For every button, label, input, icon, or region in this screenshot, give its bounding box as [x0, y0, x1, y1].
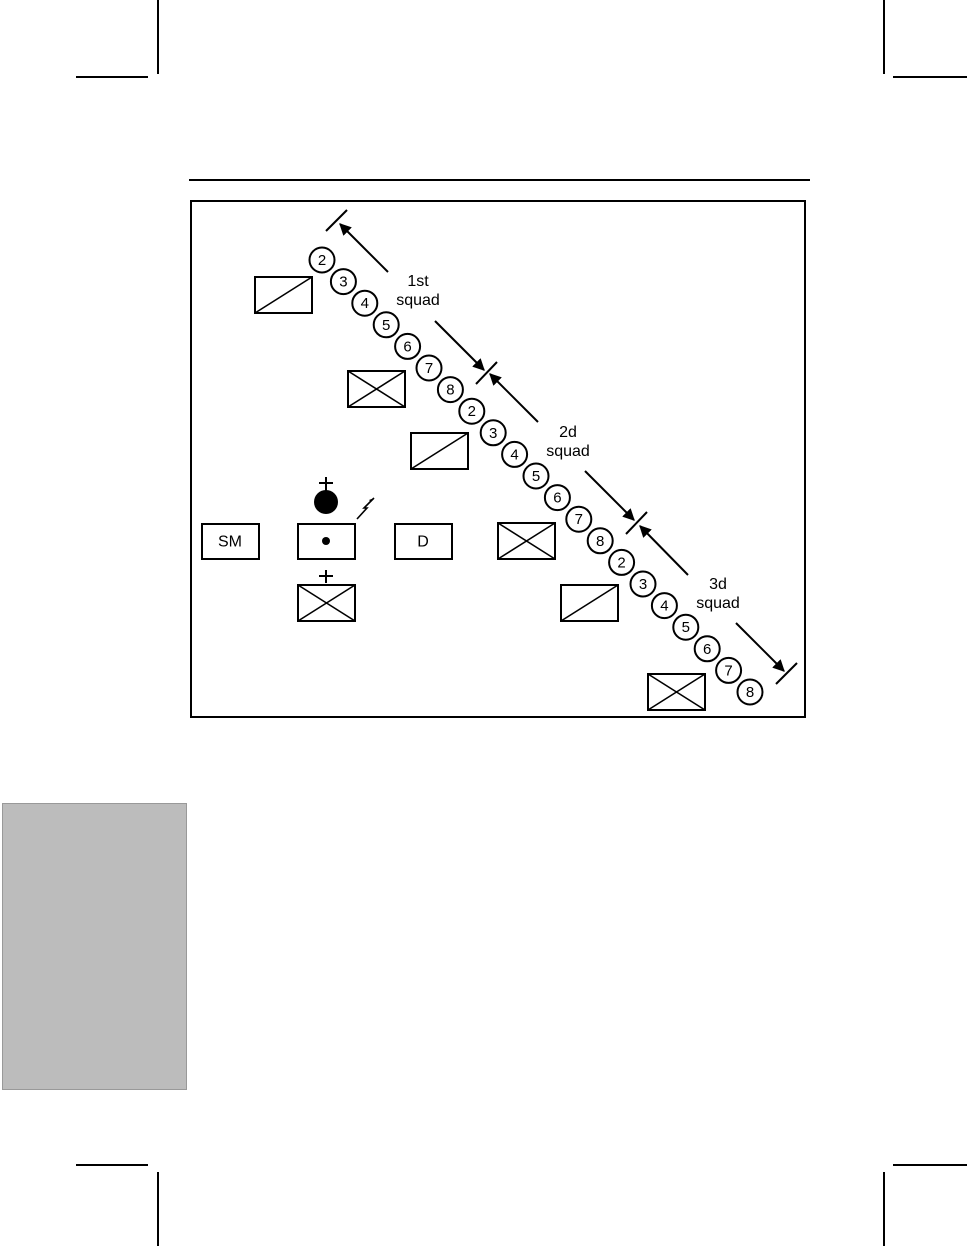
- squad-1-arrow-down: [434, 320, 485, 371]
- squad-2-label-line2: squad: [546, 443, 590, 460]
- dot-icon: [322, 537, 330, 545]
- soldier-circle: [329, 268, 357, 296]
- soldier-circle: [394, 332, 422, 360]
- soldier-circle: [479, 419, 507, 447]
- squad-2-arrow-up: [489, 373, 539, 423]
- cross-icon-hq-vehicle: [319, 570, 333, 583]
- soldier-number: 2: [318, 252, 326, 269]
- side-tab: [2, 803, 187, 1090]
- squad-1-2-divider-tick: [475, 361, 498, 385]
- squad-1-arrow-up: [339, 223, 389, 273]
- squad-3-label-line2: squad: [696, 595, 740, 612]
- squad-3-arrow-down: [735, 622, 785, 672]
- soldier-number: 6: [703, 641, 711, 658]
- sm-box: [201, 523, 260, 560]
- soldier-number: 2: [617, 554, 625, 571]
- soldier-number: 2: [468, 403, 476, 420]
- soldier-number: 4: [660, 598, 668, 615]
- soldier-circle: [608, 548, 636, 576]
- squad-3-end-tick: [775, 662, 798, 685]
- vehicle-symbol-2d-squad-slash: [410, 432, 469, 470]
- soldier-number: 6: [403, 338, 411, 355]
- sm-label: SM: [218, 534, 242, 551]
- soldier-circle: [693, 635, 721, 663]
- soldier-number: 3: [639, 576, 647, 593]
- vehicle-symbol-2d-squad-x: [497, 522, 556, 560]
- soldier-circle: [586, 527, 614, 555]
- squad-2-label-line1: 2d: [559, 424, 577, 441]
- soldier-number: 5: [382, 317, 390, 334]
- vehicle-symbol-1st-squad-x: [347, 370, 406, 408]
- soldier-number: 8: [446, 382, 454, 399]
- soldier-number: 8: [596, 533, 604, 550]
- soldier-number: 7: [575, 511, 583, 528]
- soldier-number: 5: [532, 468, 540, 485]
- soldier-number: 3: [489, 425, 497, 442]
- soldier-circle: [351, 289, 379, 317]
- soldier-circle: [629, 570, 657, 598]
- vehicle-symbol-3d-squad-slash: [560, 584, 619, 622]
- vehicle-symbol-3d-squad-x: [647, 673, 706, 711]
- squad-3-label-line1: 3d: [709, 576, 727, 593]
- d-box: [394, 523, 453, 560]
- soldier-circle: [436, 376, 464, 404]
- soldier-circle: [308, 246, 336, 274]
- soldier-number: 5: [682, 619, 690, 636]
- squad-3-arrow-up: [639, 525, 689, 576]
- squad-2-arrow-down: [584, 470, 635, 521]
- d-label: D: [417, 534, 429, 551]
- vehicle-symbol-1st-squad-slash: [254, 276, 313, 314]
- soldier-circle: [672, 613, 700, 641]
- crop-marks: [76, 0, 967, 1246]
- soldier-circle: [415, 354, 443, 382]
- figure-frame: [190, 200, 806, 718]
- soldier-circle: [565, 505, 593, 533]
- soldier-circle: [715, 656, 743, 684]
- soldier-number: 8: [746, 684, 754, 701]
- lightning-icon: [356, 497, 375, 520]
- squad-2-3-divider-tick: [625, 511, 648, 535]
- soldier-circle: [543, 484, 571, 512]
- squad-extent-lines: [325, 209, 798, 685]
- squad-1-label-line1: 1st: [407, 273, 429, 290]
- soldier-circle: [501, 440, 529, 468]
- soldier-number: 4: [361, 295, 369, 312]
- vehicle-symbol-hq-x: [297, 584, 356, 622]
- soldier-number: 7: [425, 360, 433, 377]
- soldier-circle: [458, 397, 486, 425]
- soldier-circle: [736, 678, 764, 706]
- squad-1-label-line2: squad: [396, 292, 440, 309]
- squad-1-start-tick: [325, 209, 348, 232]
- soldier-number: 4: [510, 446, 518, 463]
- filled-circle-cross-icon: [314, 477, 338, 514]
- soldier-circle: [372, 311, 400, 339]
- soldier-circle: [650, 592, 678, 620]
- soldier-number: 6: [553, 490, 561, 507]
- soldier-number: 7: [724, 662, 732, 679]
- soldier-number: 3: [339, 274, 347, 291]
- soldier-circle: [522, 462, 550, 490]
